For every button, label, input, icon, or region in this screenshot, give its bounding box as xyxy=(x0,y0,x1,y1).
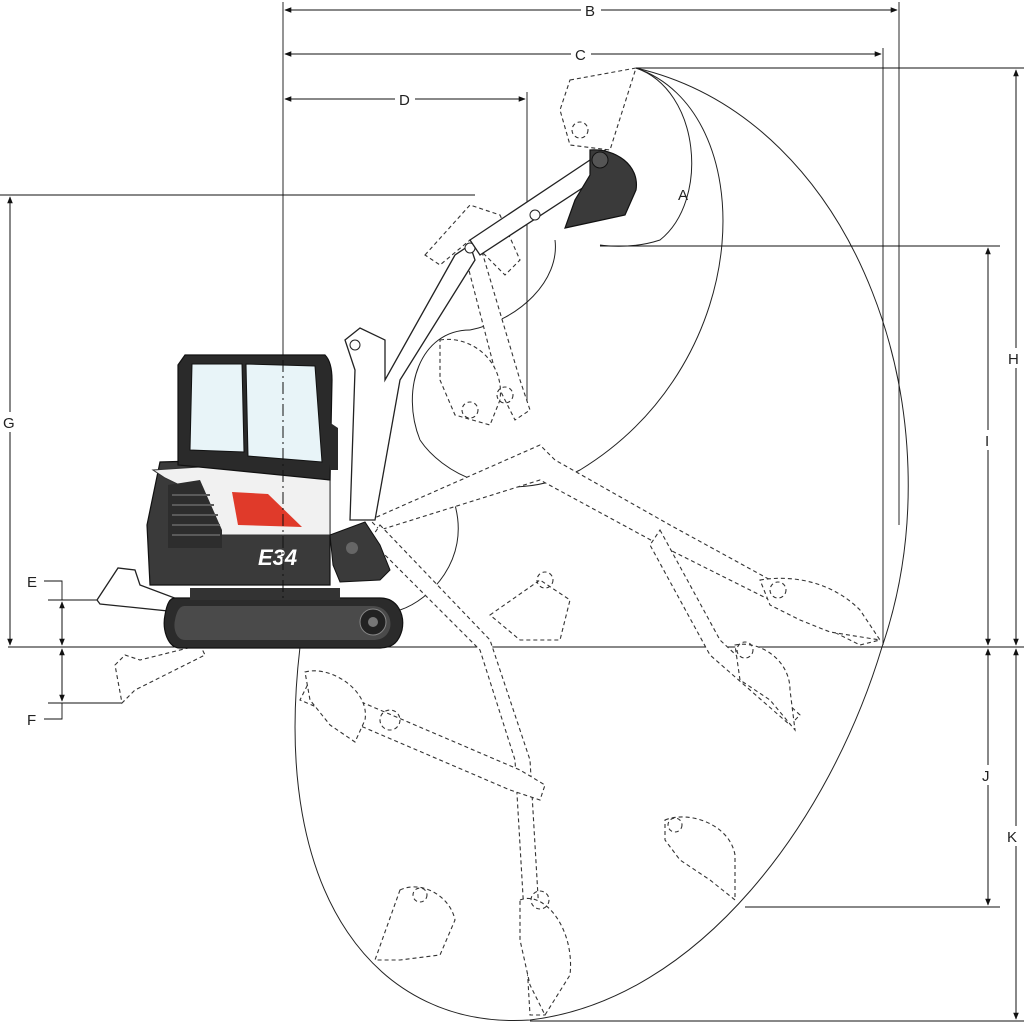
dim-label-k: K xyxy=(1007,829,1017,846)
dim-label-f: F xyxy=(27,712,36,729)
blade-lowered xyxy=(114,644,206,705)
bucket xyxy=(564,149,637,229)
dim-label-e: E xyxy=(27,574,37,591)
accent-stripe xyxy=(232,492,302,527)
model-badge: E34 xyxy=(258,545,297,570)
dim-label-j: J xyxy=(982,768,990,785)
boom xyxy=(344,243,476,521)
reach-envelope xyxy=(294,67,909,1022)
arm-positions xyxy=(299,67,882,1017)
excavator: E34 xyxy=(96,148,637,705)
cab-window-side xyxy=(245,363,323,463)
dimension-label-group: B C D A G H I J K E F xyxy=(0,1,1024,846)
dim-label-c: C xyxy=(575,47,586,64)
dim-label-a: A xyxy=(678,187,688,204)
dim-label-d: D xyxy=(399,92,410,109)
dim-label-h: H xyxy=(1008,351,1019,368)
dim-label-b: B xyxy=(585,3,595,20)
swing-bracket xyxy=(329,521,391,583)
blade-raised xyxy=(96,567,181,613)
dim-label-g: G xyxy=(3,415,15,432)
dim-label-i: I xyxy=(985,433,989,450)
cab-window-front xyxy=(189,363,245,453)
